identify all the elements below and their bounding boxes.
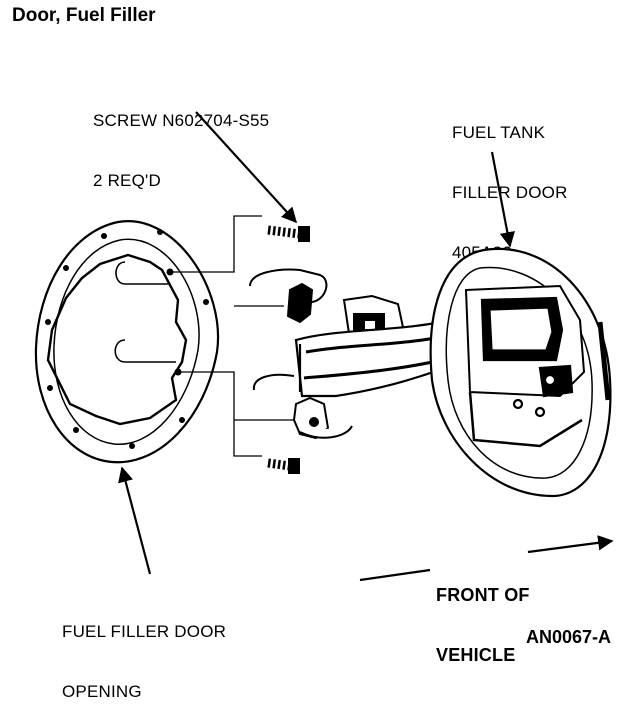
screw-callout-arrow (195, 111, 298, 224)
front-of-vehicle-line1: FRONT OF (436, 585, 530, 605)
opening-callout-arrow (118, 466, 152, 575)
fuel-filler-door-illustration (34, 111, 614, 582)
door-opening-line1: FUEL FILLER DOOR (62, 622, 227, 641)
door-opening-ring (34, 220, 220, 464)
screw-quantity: 2 REQ'D (93, 171, 161, 190)
alignment-lines (170, 215, 300, 457)
callout-arrows (118, 111, 614, 582)
screw-lower (267, 458, 300, 474)
fuel-filler-door (429, 247, 612, 498)
door-opening-line2: OPENING (62, 682, 142, 701)
front-of-vehicle-arrow-right (527, 535, 614, 554)
figure-code: AN0067-A (526, 627, 612, 647)
front-of-vehicle-arrow-left (359, 568, 431, 582)
filler-door-callout-arrow (490, 151, 515, 248)
door-opening-screw-holes (45, 229, 209, 449)
filler-door-line2: FILLER DOOR (452, 183, 568, 202)
screw-callout: SCREW N602704-S55 2 REQ'D (93, 71, 269, 211)
diagram-title: Door, Fuel Filler (12, 5, 156, 26)
screw-upper (267, 225, 310, 242)
filler-door-line1: FUEL TANK (452, 123, 546, 142)
screw-part-number: SCREW N602704-S55 (93, 111, 270, 130)
